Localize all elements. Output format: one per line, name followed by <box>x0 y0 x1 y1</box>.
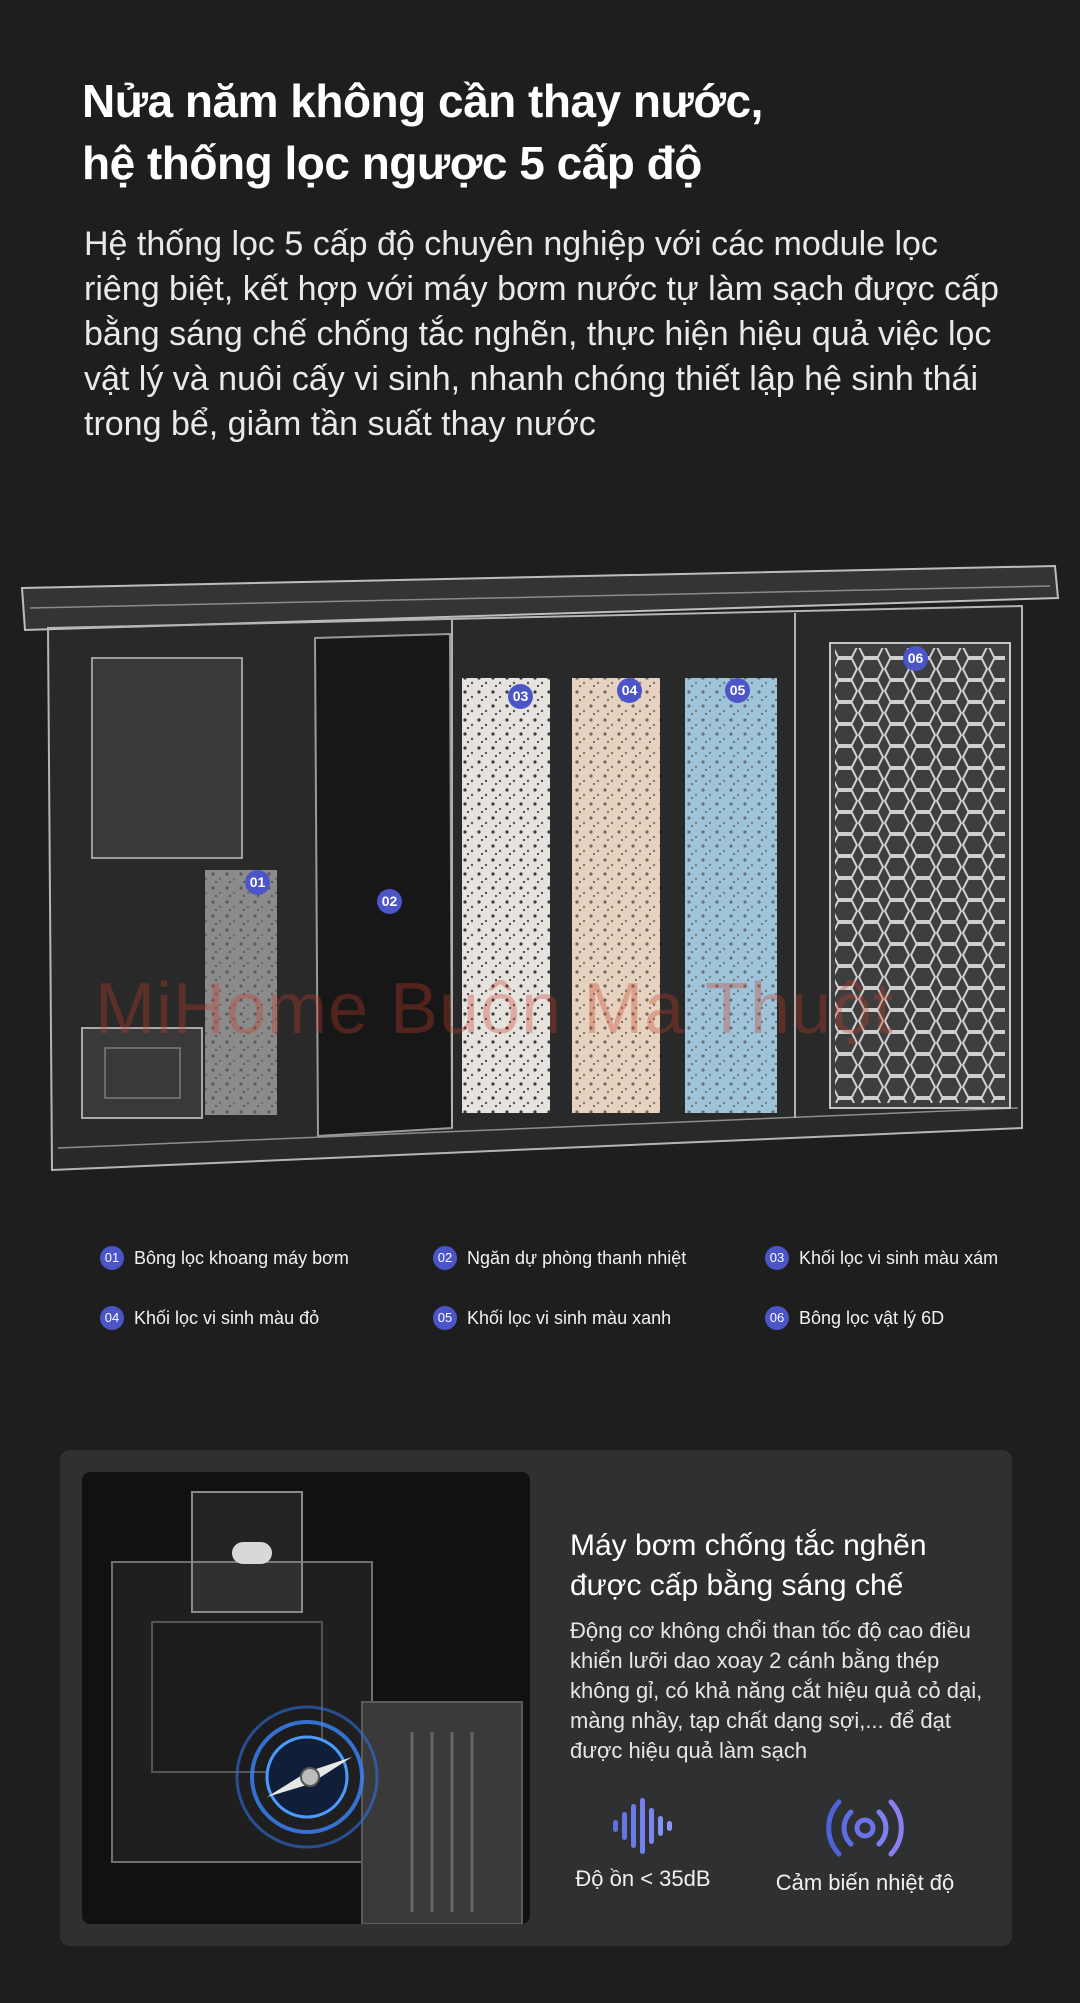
sensor-signal-icon <box>826 1799 904 1857</box>
legend-number: 03 <box>765 1246 789 1270</box>
feature-noise-label: Độ ồn < 35dB <box>575 1866 711 1891</box>
pump-feature-card: Máy bơm chống tắc nghẽn được cấp bằng sá… <box>60 1450 1012 1946</box>
legend-number: 04 <box>100 1306 124 1330</box>
legend-item-03: 03 Khối lọc vi sinh màu xám <box>765 1245 998 1271</box>
legend-item-06: 06 Bông lọc vật lý 6D <box>765 1305 944 1331</box>
legend-label: Khối lọc vi sinh màu xanh <box>467 1307 672 1328</box>
feature-noise: Độ ồn < 35dB <box>568 1798 718 1892</box>
sound-wave-icon <box>613 1798 672 1854</box>
legend-number: 06 <box>765 1306 789 1330</box>
feature-temperature-sensor: Cảm biến nhiệt độ <box>760 1798 970 1896</box>
legend-label: Bông lọc khoang máy bơm <box>134 1247 349 1268</box>
pump-illustration <box>82 1472 530 1924</box>
pump-card-title: Máy bơm chống tắc nghẽn được cấp bằng sá… <box>570 1526 990 1606</box>
pump-title-line-1: Máy bơm chống tắc nghẽn <box>570 1529 927 1562</box>
badge-05: 05 <box>725 678 750 703</box>
pump-cutaway-drawing <box>111 1491 523 1924</box>
badge-03: 03 <box>508 684 533 709</box>
intro-paragraph: Hệ thống lọc 5 cấp độ chuyên nghiệp với … <box>84 225 999 443</box>
legend-label: Khối lọc vi sinh màu xám <box>799 1247 999 1268</box>
legend-item-04: 04 Khối lọc vi sinh màu đỏ <box>100 1305 319 1331</box>
filter-system-illustration: 01 02 03 04 05 06 <box>0 548 1080 1188</box>
badge-02: 02 <box>377 889 402 914</box>
watermark-text: MiHome Buôn Ma Thuột <box>95 969 895 1049</box>
badge-06: 06 <box>903 646 928 671</box>
filter-housing-drawing <box>20 564 1060 1172</box>
legend-number: 02 <box>433 1246 457 1270</box>
title-line-1: Nửa năm không cần thay nước, <box>82 75 763 127</box>
title-line-2: hệ thống lọc ngược 5 cấp độ <box>82 137 702 189</box>
legend-label: Bông lọc vật lý 6D <box>799 1307 945 1328</box>
feature-temperature-label: Cảm biến nhiệt độ <box>775 1870 955 1895</box>
legend-label: Ngăn dự phòng thanh nhiệt <box>467 1247 687 1268</box>
page-title: Nửa năm không cần thay nước, hệ thống lọ… <box>82 70 982 194</box>
legend-item-05: 05 Khối lọc vi sinh màu xanh <box>433 1305 671 1331</box>
component-legend: 01 Bông lọc khoang máy bơm 02 Ngăn dự ph… <box>0 1245 1080 1355</box>
legend-number: 05 <box>433 1306 457 1330</box>
badge-01: 01 <box>245 870 270 895</box>
legend-label: Khối lọc vi sinh màu đỏ <box>134 1307 320 1328</box>
pump-title-line-2: được cấp bằng sáng chế <box>570 1569 904 1602</box>
legend-item-02: 02 Ngăn dự phòng thanh nhiệt <box>433 1245 686 1271</box>
legend-number: 01 <box>100 1246 124 1270</box>
legend-item-01: 01 Bông lọc khoang máy bơm <box>100 1245 349 1271</box>
badge-04: 04 <box>617 678 642 703</box>
pump-card-description: Động cơ không chổi than tốc độ cao điều … <box>570 1618 983 1763</box>
